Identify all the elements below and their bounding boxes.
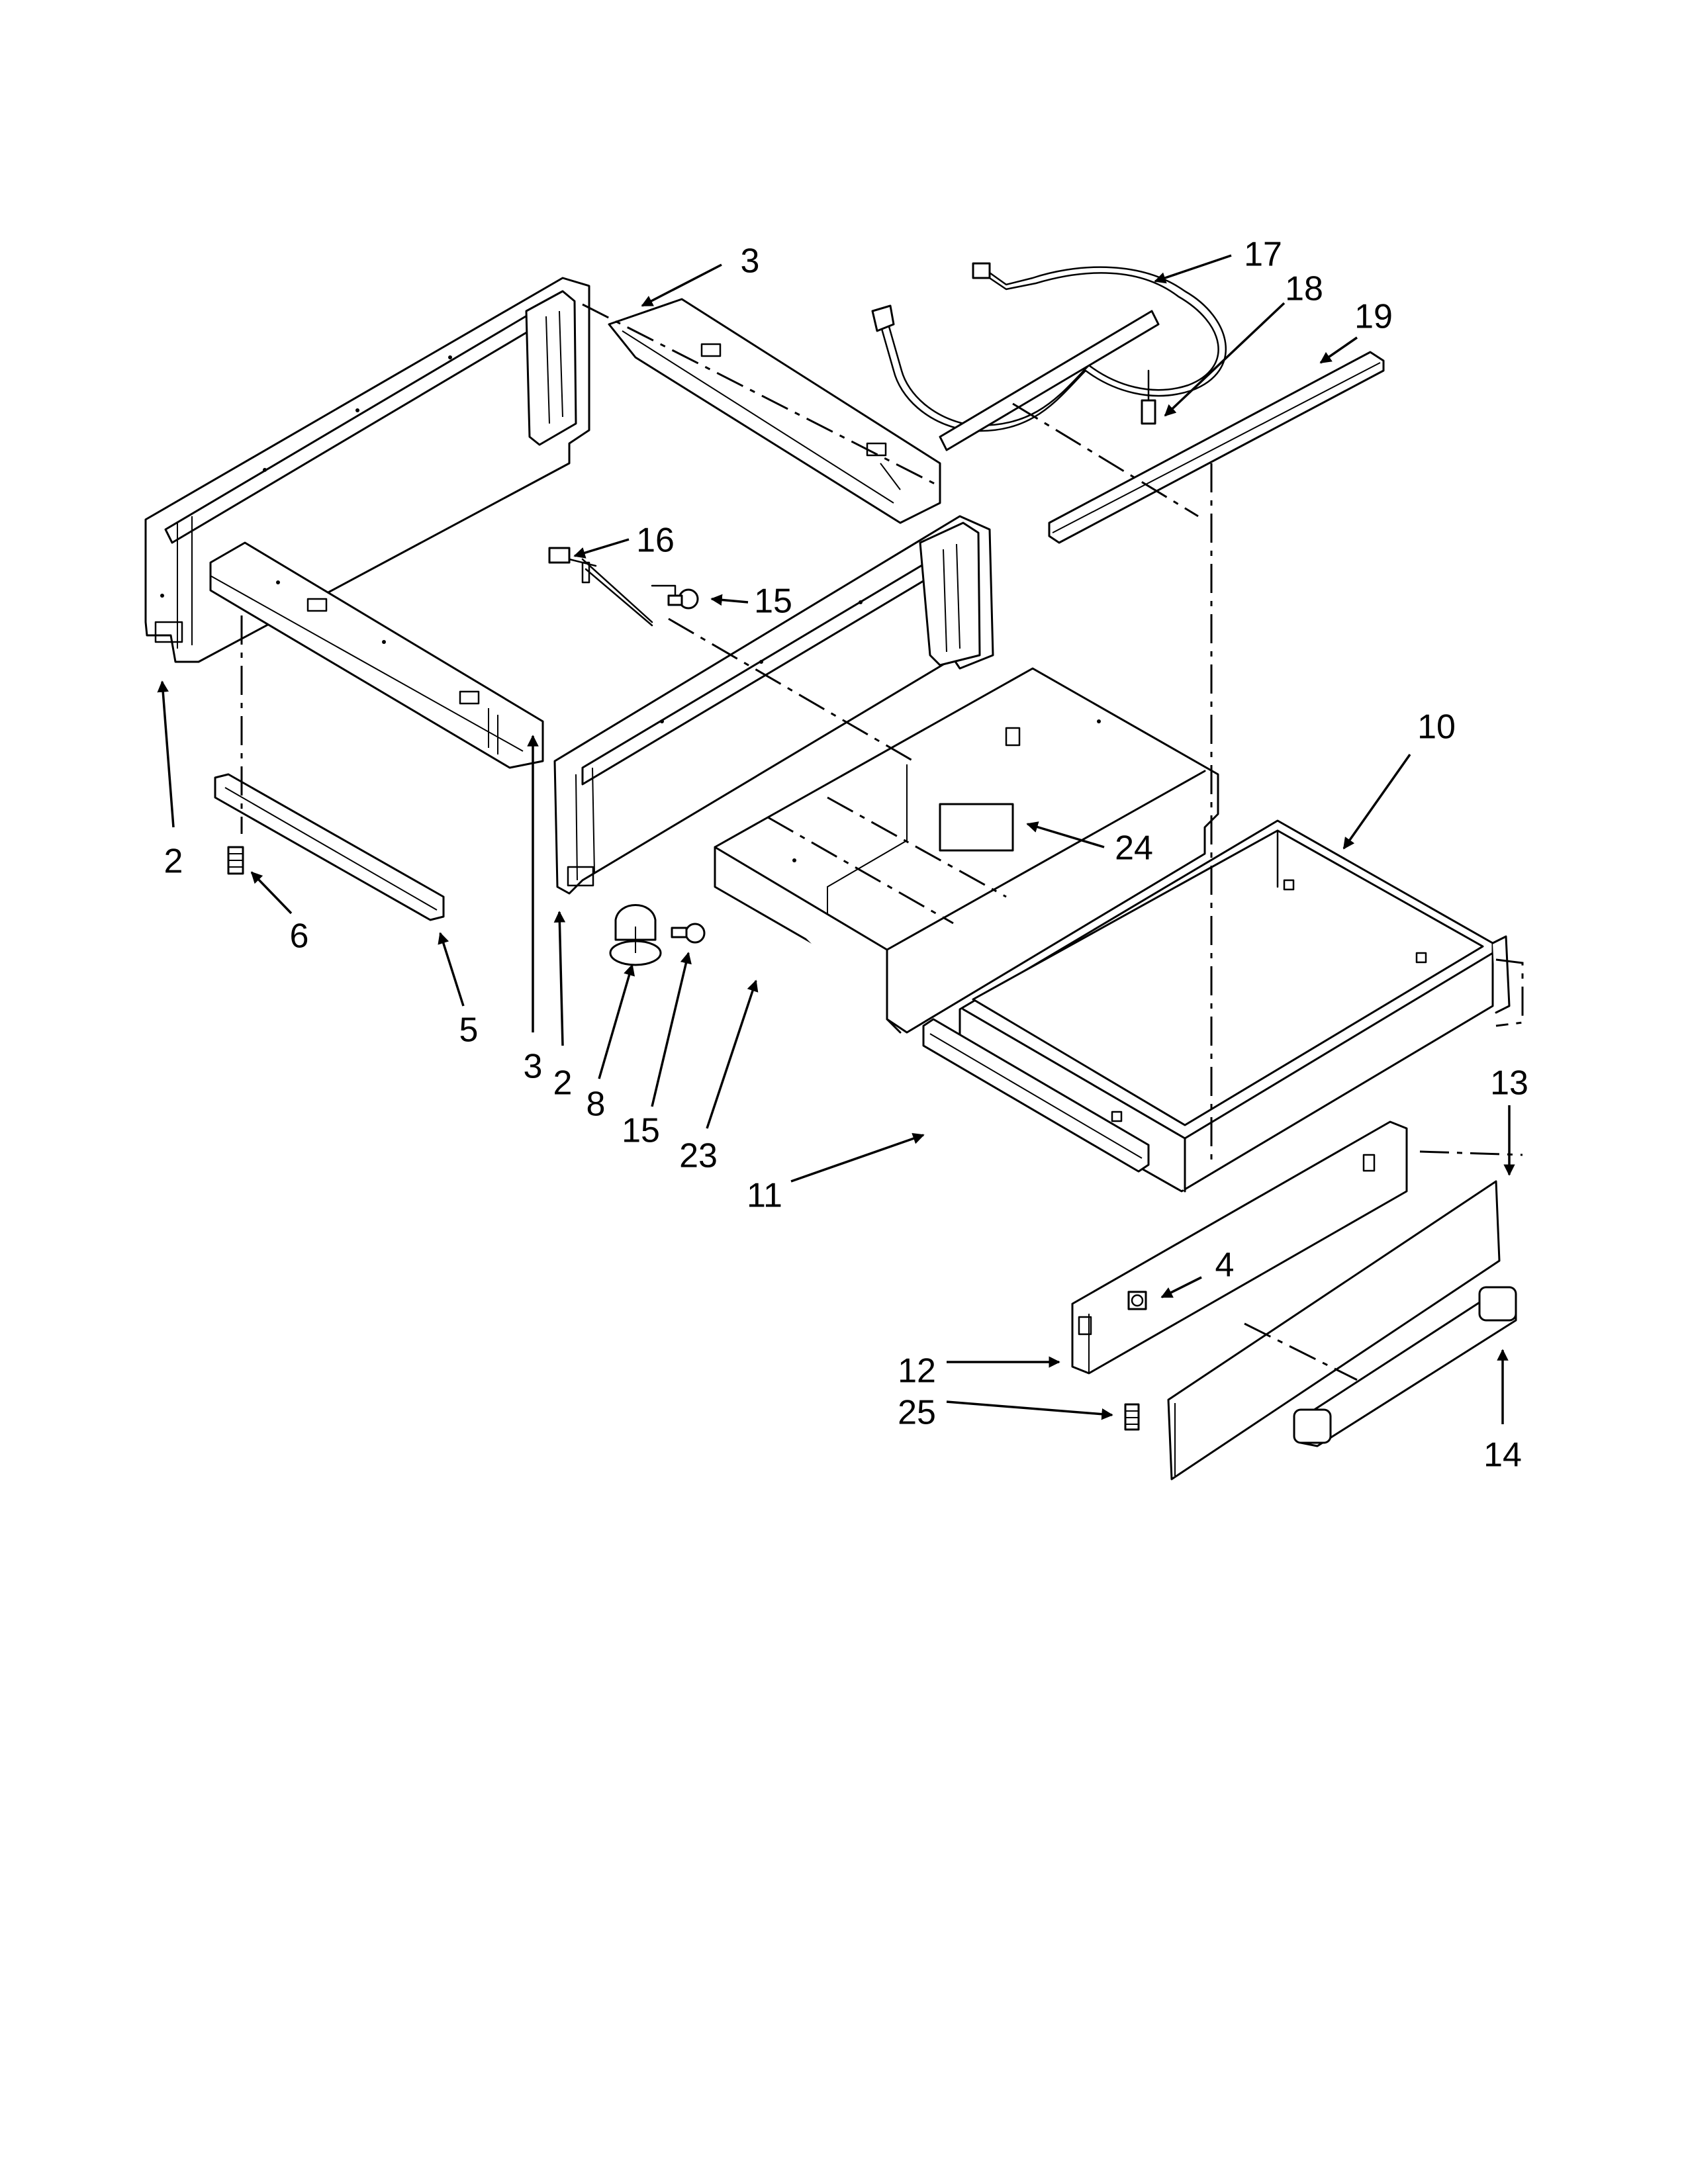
anti-tip-bracket [609,904,662,966]
heating-element [871,262,1227,451]
drawer-knob [1127,1291,1147,1310]
leader-c2b [553,911,566,1046]
leader-c5 [438,932,465,1007]
right-drawer-slide [922,1018,1150,1173]
leader-c18 [1164,302,1286,417]
leader-c19 [1319,336,1358,364]
leader-c3a [641,263,722,307]
leader-c24 [1026,821,1105,848]
callout-c25: 25 [898,1394,936,1432]
callout-c15a: 15 [754,582,792,621]
leader-c6 [250,871,293,915]
callout-c6: 6 [290,917,309,956]
callout-c23: 23 [679,1137,718,1175]
drawer-front-panel [1167,1180,1501,1480]
leader-c4 [1160,1276,1202,1298]
leader-c15b [651,952,692,1107]
leveling-leg [227,846,244,875]
callout-c2a: 2 [164,842,183,881]
front-cross-member [209,541,544,769]
left-side-frame [144,277,590,663]
callout-c16: 16 [636,522,675,560]
leader-c15a [710,594,749,606]
leader-c2a [157,680,175,828]
callout-c13: 13 [1490,1064,1528,1103]
callout-c19: 19 [1354,298,1393,336]
callout-c8: 8 [586,1085,606,1124]
callout-c10: 10 [1417,708,1456,747]
callout-c15b: 15 [622,1112,660,1150]
leader-c25 [946,1400,1113,1420]
drawer-housing [714,667,1219,1034]
top-bracket [1048,351,1385,544]
drawer-handle [1293,1286,1517,1447]
callout-c3a: 3 [741,242,760,281]
callout-c14: 14 [1483,1436,1522,1475]
leader-c17 [1154,254,1232,284]
callout-c18: 18 [1285,270,1323,308]
callout-c24: 24 [1115,829,1153,868]
alignment-lines [240,303,1524,1381]
callout-c5: 5 [459,1011,479,1050]
left-drawer-slide [214,773,445,921]
leader-c16 [573,538,630,559]
drawer-inner-front [1071,1120,1408,1375]
callout-c17: 17 [1244,236,1282,274]
sensor-screw [651,584,699,610]
leader-c10 [1342,753,1411,850]
callout-c4: 4 [1215,1246,1235,1285]
panel-screw [1124,1403,1140,1431]
anti-tip-screw [671,923,706,944]
callout-c2b: 2 [553,1064,573,1103]
right-side-frame [553,515,994,895]
element-mounting-screw [1141,369,1156,425]
callout-c11: 11 [747,1177,782,1215]
rear-frame-rail [608,298,941,524]
callout-c12: 12 [898,1352,936,1390]
callout-c3b: 3 [524,1048,543,1086]
leader-c8 [598,964,635,1079]
temperature-sensor [548,547,653,627]
leader-c23 [706,979,759,1129]
leader-c11 [790,1132,925,1183]
